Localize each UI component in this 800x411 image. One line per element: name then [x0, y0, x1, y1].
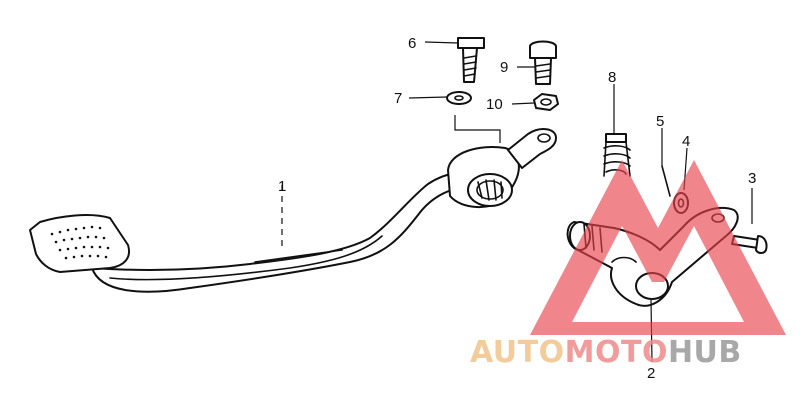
- callout-3: 3: [748, 170, 756, 187]
- callout-4: 4: [682, 133, 690, 150]
- assembly-bracket: [454, 115, 501, 143]
- watermark-triangle-icon: [530, 160, 786, 335]
- callout-numbers: 1 2 3 4 5 6 7 8 9 10: [278, 35, 756, 382]
- callout-8: 8: [608, 69, 616, 86]
- callout-6: 6: [408, 35, 416, 52]
- watermark-text-auto: AUTO: [470, 335, 565, 370]
- pedal-pad-texture: [50, 225, 110, 260]
- watermark-text-hub: HUB: [668, 335, 742, 370]
- svg-text:AUTOMOTOHUB: AUTOMOTOHUB: [470, 335, 742, 370]
- callout-1: 1: [278, 178, 286, 195]
- nut-10: [533, 93, 559, 111]
- washer-7: [446, 91, 472, 105]
- callout-10: 10: [486, 96, 503, 113]
- watermark-logo: AUTOMOTOHUB: [470, 160, 786, 370]
- callout-9: 9: [500, 59, 508, 76]
- callout-7: 7: [394, 90, 402, 107]
- bolt-6: [457, 37, 485, 83]
- leader-lines: [408, 41, 753, 363]
- brake-pedal-arm: [29, 128, 557, 293]
- bolt-9: [529, 40, 557, 85]
- watermark-text-moto: MOTO: [565, 335, 668, 370]
- callout-2: 2: [647, 365, 655, 382]
- pin-5: [661, 165, 671, 197]
- callout-5: 5: [656, 113, 664, 130]
- spring-8: [603, 133, 631, 177]
